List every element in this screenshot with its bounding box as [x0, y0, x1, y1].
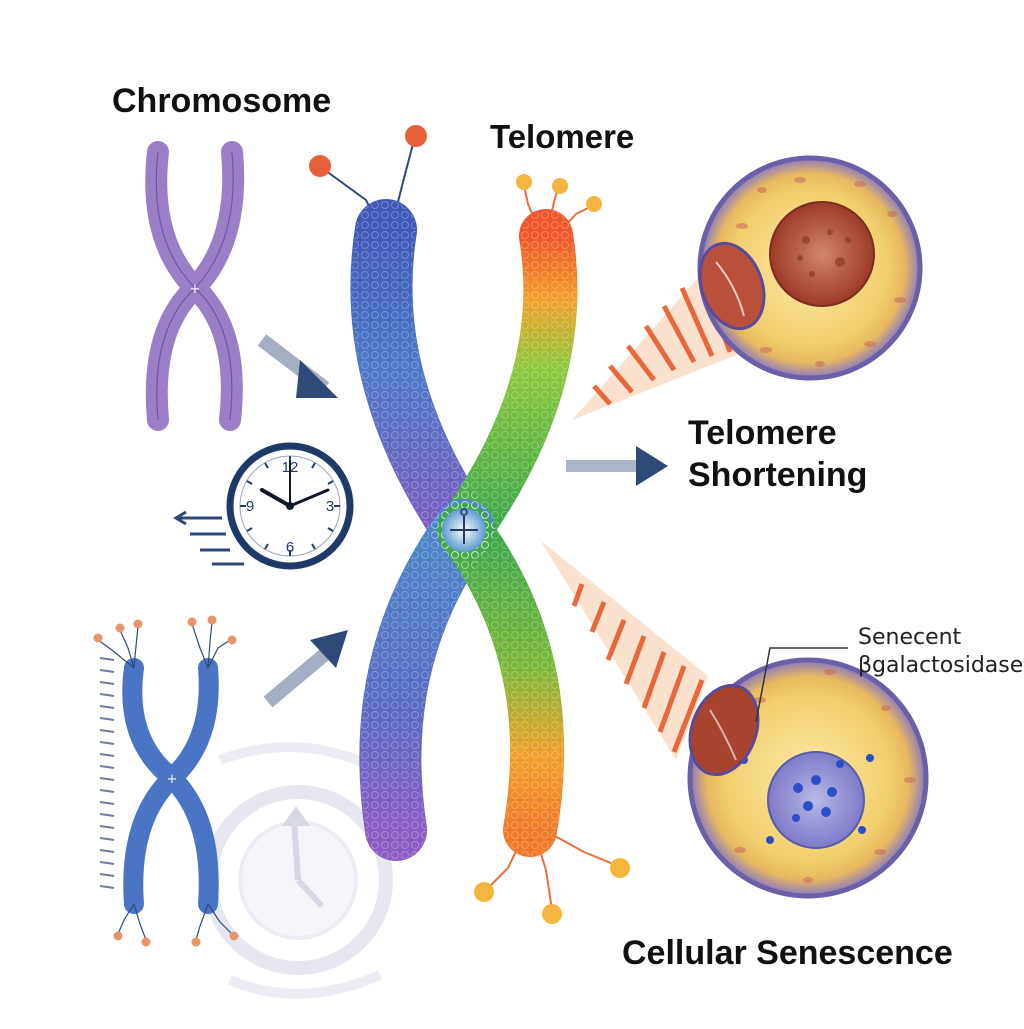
- clock-numeral-6: 6: [286, 539, 294, 556]
- arrow-icon: [257, 334, 338, 398]
- faded-clock-icon: [203, 742, 393, 999]
- telomere-label: Telomere: [490, 118, 635, 155]
- svg-text:+: +: [167, 772, 178, 787]
- annotation-line2: βgalactosidase: [858, 653, 1024, 678]
- purple-chromosome: +: [145, 141, 245, 431]
- telomere-shortening-line2: Shortening: [688, 456, 868, 494]
- chromosome-label: Chromosome: [112, 82, 332, 120]
- arrow-icon: [566, 446, 668, 486]
- clock-numeral-3: 3: [326, 498, 334, 515]
- telomere-shortening-label: Telomere Shortening: [688, 412, 867, 496]
- blue-chromosome: +: [93, 615, 239, 947]
- rays-lower: [540, 540, 708, 760]
- senescent-cell: [687, 647, 929, 899]
- central-chromosome: [309, 125, 630, 924]
- senescent-annotation: Senecent βgalactosidase: [858, 624, 1023, 680]
- clock-numeral-9: 9: [246, 498, 254, 515]
- svg-text:+: +: [190, 282, 201, 297]
- annotation-line1: Senecent: [858, 625, 962, 650]
- clock-icon: 12 3 6 9: [173, 442, 354, 570]
- arrow-icon: [263, 630, 348, 708]
- telomere-shortening-line1: Telomere: [688, 414, 837, 452]
- normal-cell: [697, 155, 923, 381]
- cellular-senescence-label: Cellular Senescence: [622, 934, 953, 972]
